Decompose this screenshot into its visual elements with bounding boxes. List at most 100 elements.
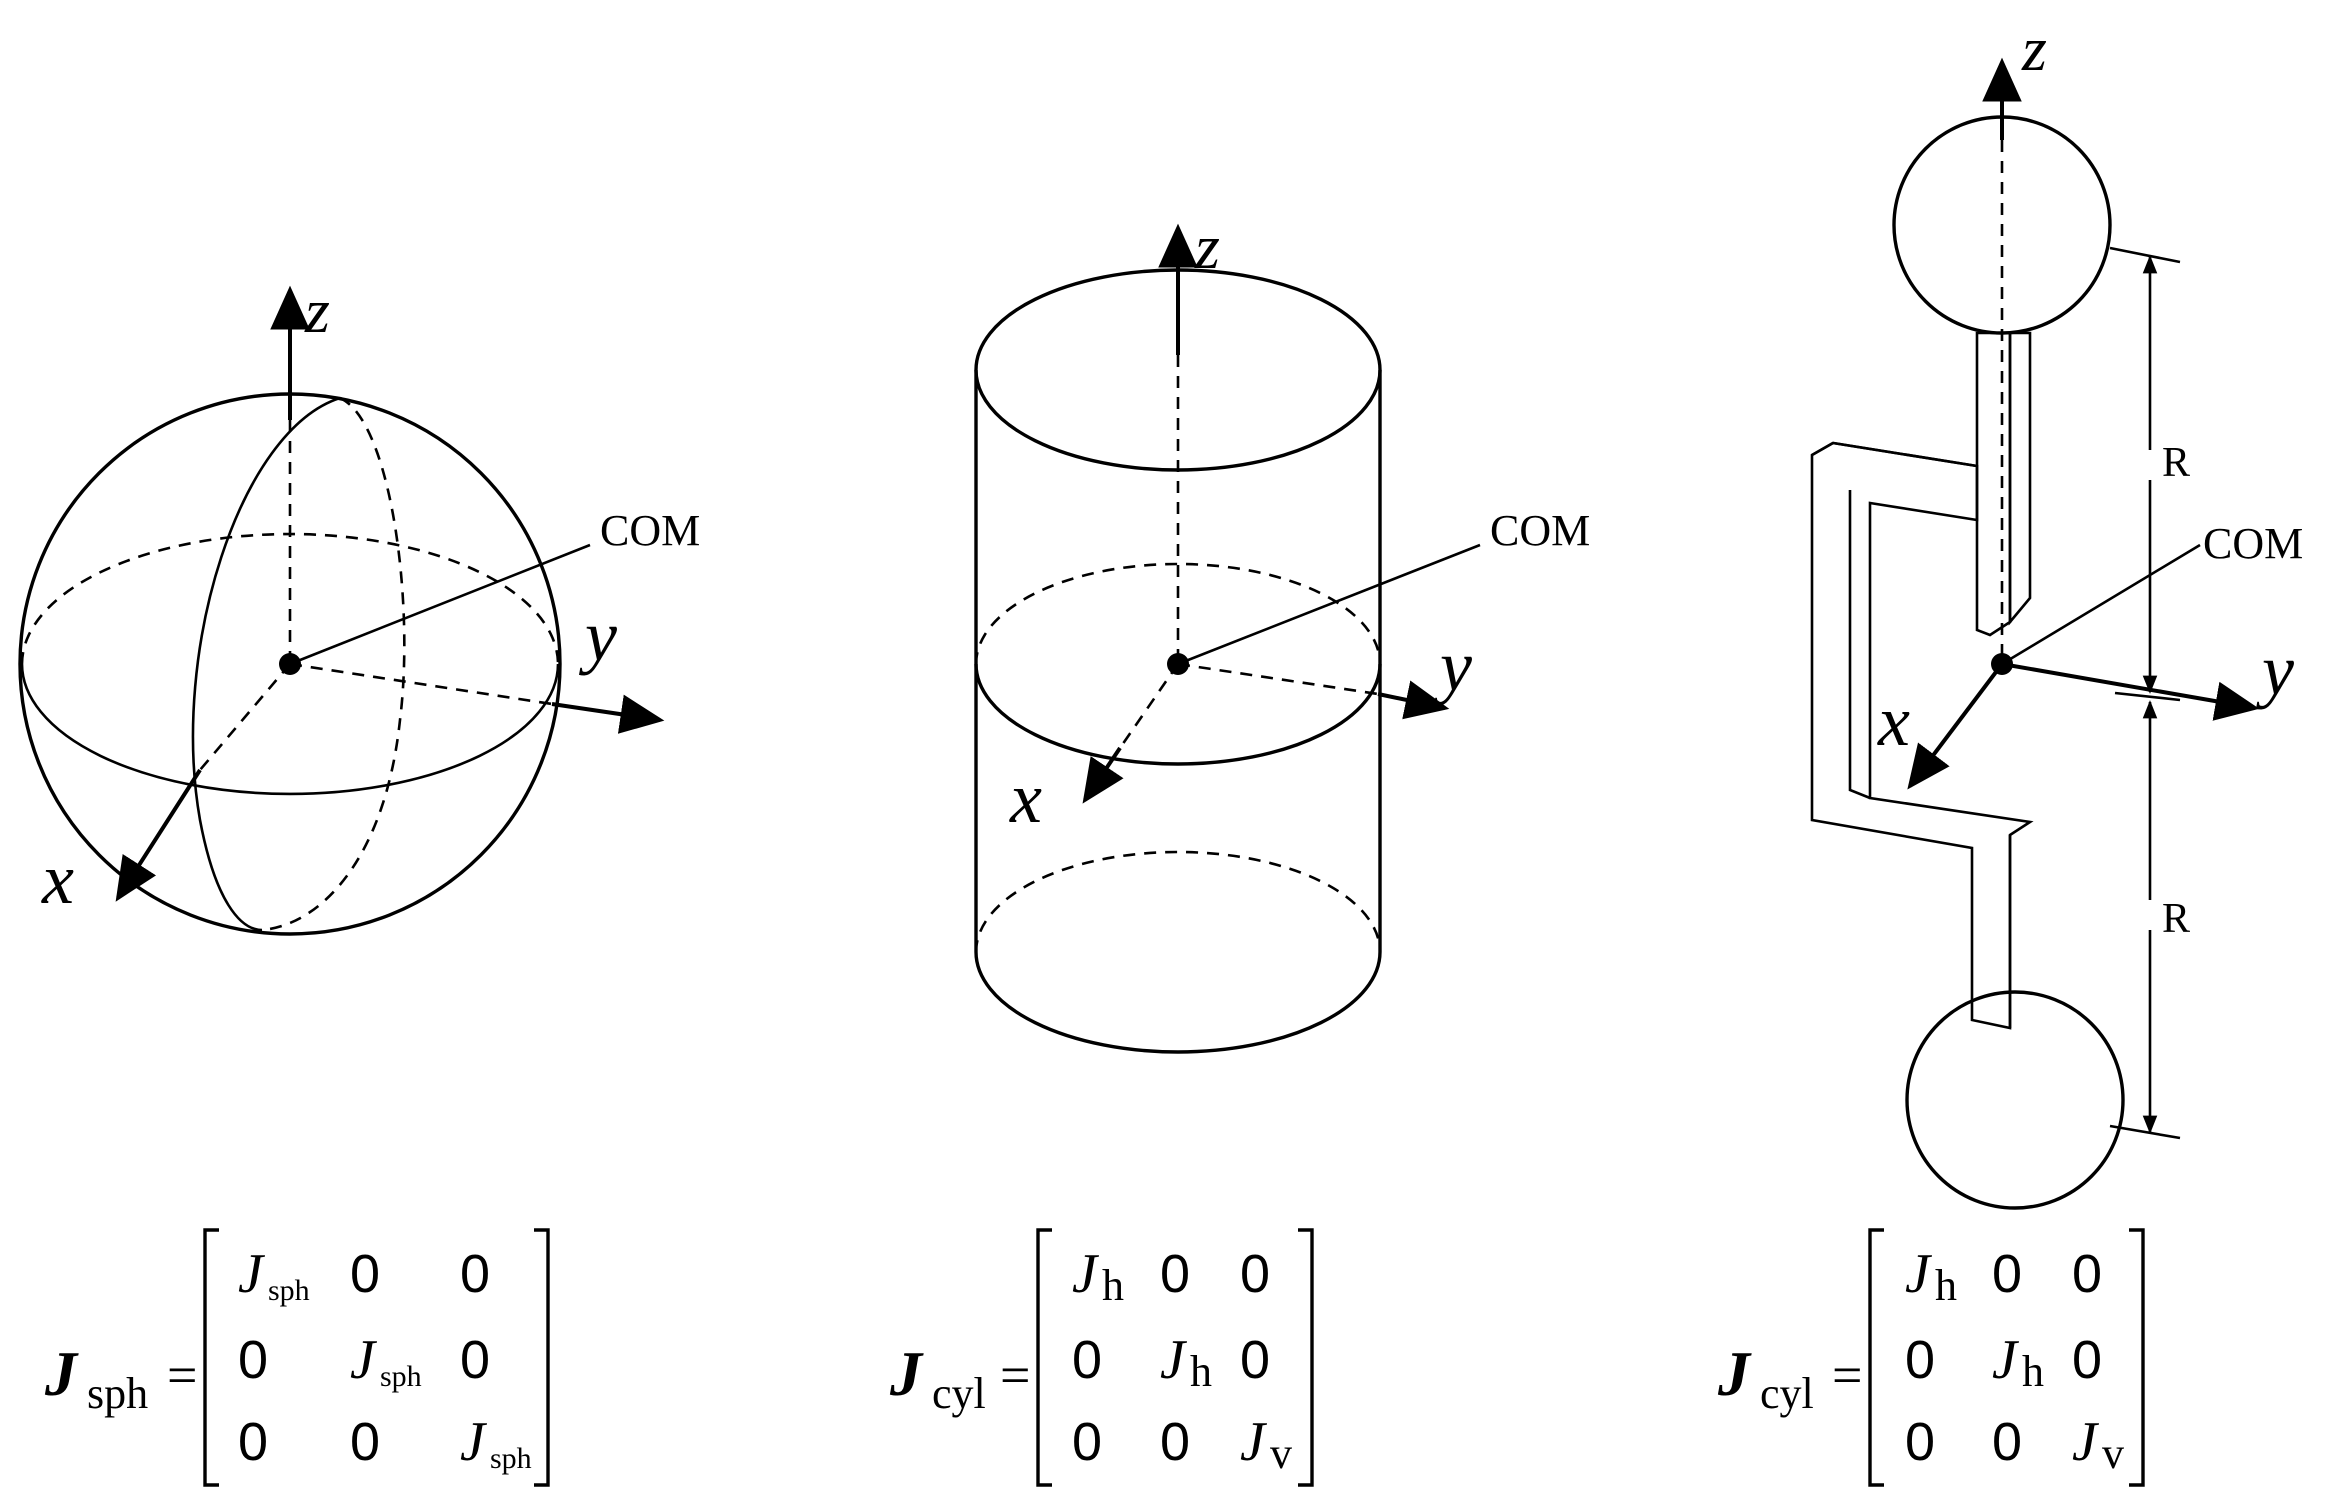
cylinder-y-axis [1377,680,1450,720]
cylinder-com-point [1167,653,1189,675]
sphere-x-label: x [41,839,74,919]
sphere-matrix-cell: 0 [350,1412,380,1472]
cylinder-matrix-right-bracket [1298,1228,1314,1487]
sphere-meridian-front [191,396,341,932]
cylinder-bottom-back [974,850,1382,953]
cylinder-x-axis-inner [1118,663,1180,749]
dumbbell-com-label: COM [2203,519,2303,568]
cylinder-matrix-cell-subscript: v [1270,1429,1292,1478]
dumbbell-arm-edge-1 [1811,441,1834,457]
dumbbell-dim-label-upper: R [2162,440,2190,486]
cylinder-matrix-left-bracket [1036,1228,1052,1487]
sphere-matrix-subscript: sph [87,1369,148,1418]
cylinder-x-label: x [1009,758,1042,838]
cylinder-bottom-front [974,951,1382,1054]
cylinder-matrix-subscript: cyl [932,1369,986,1418]
dumbbell-upper-rod-side [2008,331,2032,626]
sphere-matrix-cell: J [350,1329,378,1391]
sphere-matrix-cell: 0 [238,1412,268,1472]
cylinder-z-label: z [1194,211,1220,282]
sphere-matrix-cell: 0 [350,1244,380,1304]
sphere-x-axis [115,768,202,902]
dumbbell-matrix-cell-subscript: h [2022,1347,2044,1396]
cylinder-mid-back [974,562,1382,665]
sphere-matrix-cell-subscript: sph [490,1442,532,1475]
dumbbell-matrix-left-bracket [1868,1228,1884,1487]
dumbbell-matrix-equals: = [1832,1345,1862,1405]
sphere-y-label: y [578,596,617,676]
sphere-y-axis [551,694,665,734]
dumbbell-matrix-cell: 0 [1905,1412,1935,1472]
dumbbell-matrix-cell: 0 [1992,1412,2022,1472]
dumbbell-matrix-cell: J [2072,1411,2100,1473]
dumbbell-dim-label-lower: R [2162,896,2190,942]
dumbbell-matrix-right-bracket [2129,1228,2145,1487]
cylinder-matrix-cell: 0 [1160,1412,1190,1472]
sphere-x-axis-inner [199,663,291,771]
cylinder-matrix-cell: J [1160,1329,1188,1391]
dumbbell-bottom-mass [1905,990,2125,1210]
cylinder-mid-front [974,663,1382,766]
dumbbell-y-axis [2001,662,2260,721]
dumbbell-arm-edge-2 [1848,490,1871,800]
dumbbell-matrix-cell-subscript: h [1935,1261,1957,1310]
sphere-figure: COM z y x [18,275,700,936]
dumbbell-matrix-subscript: cyl [1760,1369,1814,1418]
sphere-matrix-cell: 0 [460,1244,490,1304]
sphere-matrix-symbol: J [44,1338,79,1409]
sphere-matrix-right-bracket [534,1228,550,1487]
dumbbell-com-point [1991,653,2013,675]
dumbbell-offset-arm [1810,441,2034,1030]
sphere-com-label: COM [600,506,700,555]
sphere-z-label: z [304,275,330,346]
dumbbell-matrix-cell: J [1992,1329,2020,1391]
dumbbell-y-label: y [2255,630,2294,710]
dumbbell-matrix-cell: 0 [1905,1330,1935,1390]
cylinder-matrix-cell: J [1072,1243,1100,1305]
cylinder-matrix-cell: 0 [1240,1244,1270,1304]
dumbbell-dim-mid-tick [2114,691,2181,702]
cylinder-matrix-cell-subscript: h [1102,1261,1124,1310]
cylinder-y-axis-inner [1177,662,1379,696]
cylinder-y-label: y [1433,626,1472,706]
sphere-matrix-cell-subscript: sph [380,1360,422,1393]
sphere-matrix-cell-subscript: sph [268,1274,310,1307]
dumbbell-x-axis [1907,662,2004,790]
dumbbell-matrix-cell: 0 [1992,1244,2022,1304]
sphere-meridian-back [261,396,406,932]
dumbbell-dim-bot-tick [2109,1124,2181,1140]
dumbbell-figure: R R COM z y x [1810,13,2303,1210]
cylinder-x-axis [1082,746,1124,804]
dumbbell-matrix-cell-subscript: v [2102,1429,2124,1478]
sphere-matrix-equals: = [167,1345,197,1405]
cylinder-com-leader [1177,543,1481,666]
cylinder-com-label: COM [1490,506,1590,555]
dumbbell-upper-rod [1975,331,2012,637]
sphere-com-leader [289,543,591,666]
cylinder-matrix-cell: J [1240,1411,1268,1473]
sphere-equator-front [20,663,560,796]
cylinder-figure: COM z y x [974,211,1590,1054]
sphere-matrix-left-bracket [203,1228,219,1487]
dumbbell-matrix-cell: 0 [2072,1330,2102,1390]
cylinder-matrix-cell: 0 [1072,1412,1102,1472]
dumbbell-z-label: z [2021,13,2047,84]
sphere-matrix-cell: 0 [460,1330,490,1390]
dumbbell-com-leader [2001,543,2201,666]
cylinder-matrix-cell: 0 [1160,1244,1190,1304]
cylinder-matrix-cell-subscript: h [1190,1347,1212,1396]
cylinder-matrix-cell: 0 [1240,1330,1270,1390]
dumbbell-matrix-symbol: J [1717,1338,1752,1409]
dumbbell-matrix-cell: J [1905,1243,1933,1305]
cylinder-matrix-equals: = [1000,1345,1030,1405]
sphere-matrix-cell: J [238,1243,266,1305]
dumbbell-matrix-cell: 0 [2072,1244,2102,1304]
cylinder-matrix-cell: 0 [1072,1330,1102,1390]
dumbbell-arm-edge-3 [1832,441,1978,468]
sphere-matrix-cell: 0 [238,1330,268,1390]
